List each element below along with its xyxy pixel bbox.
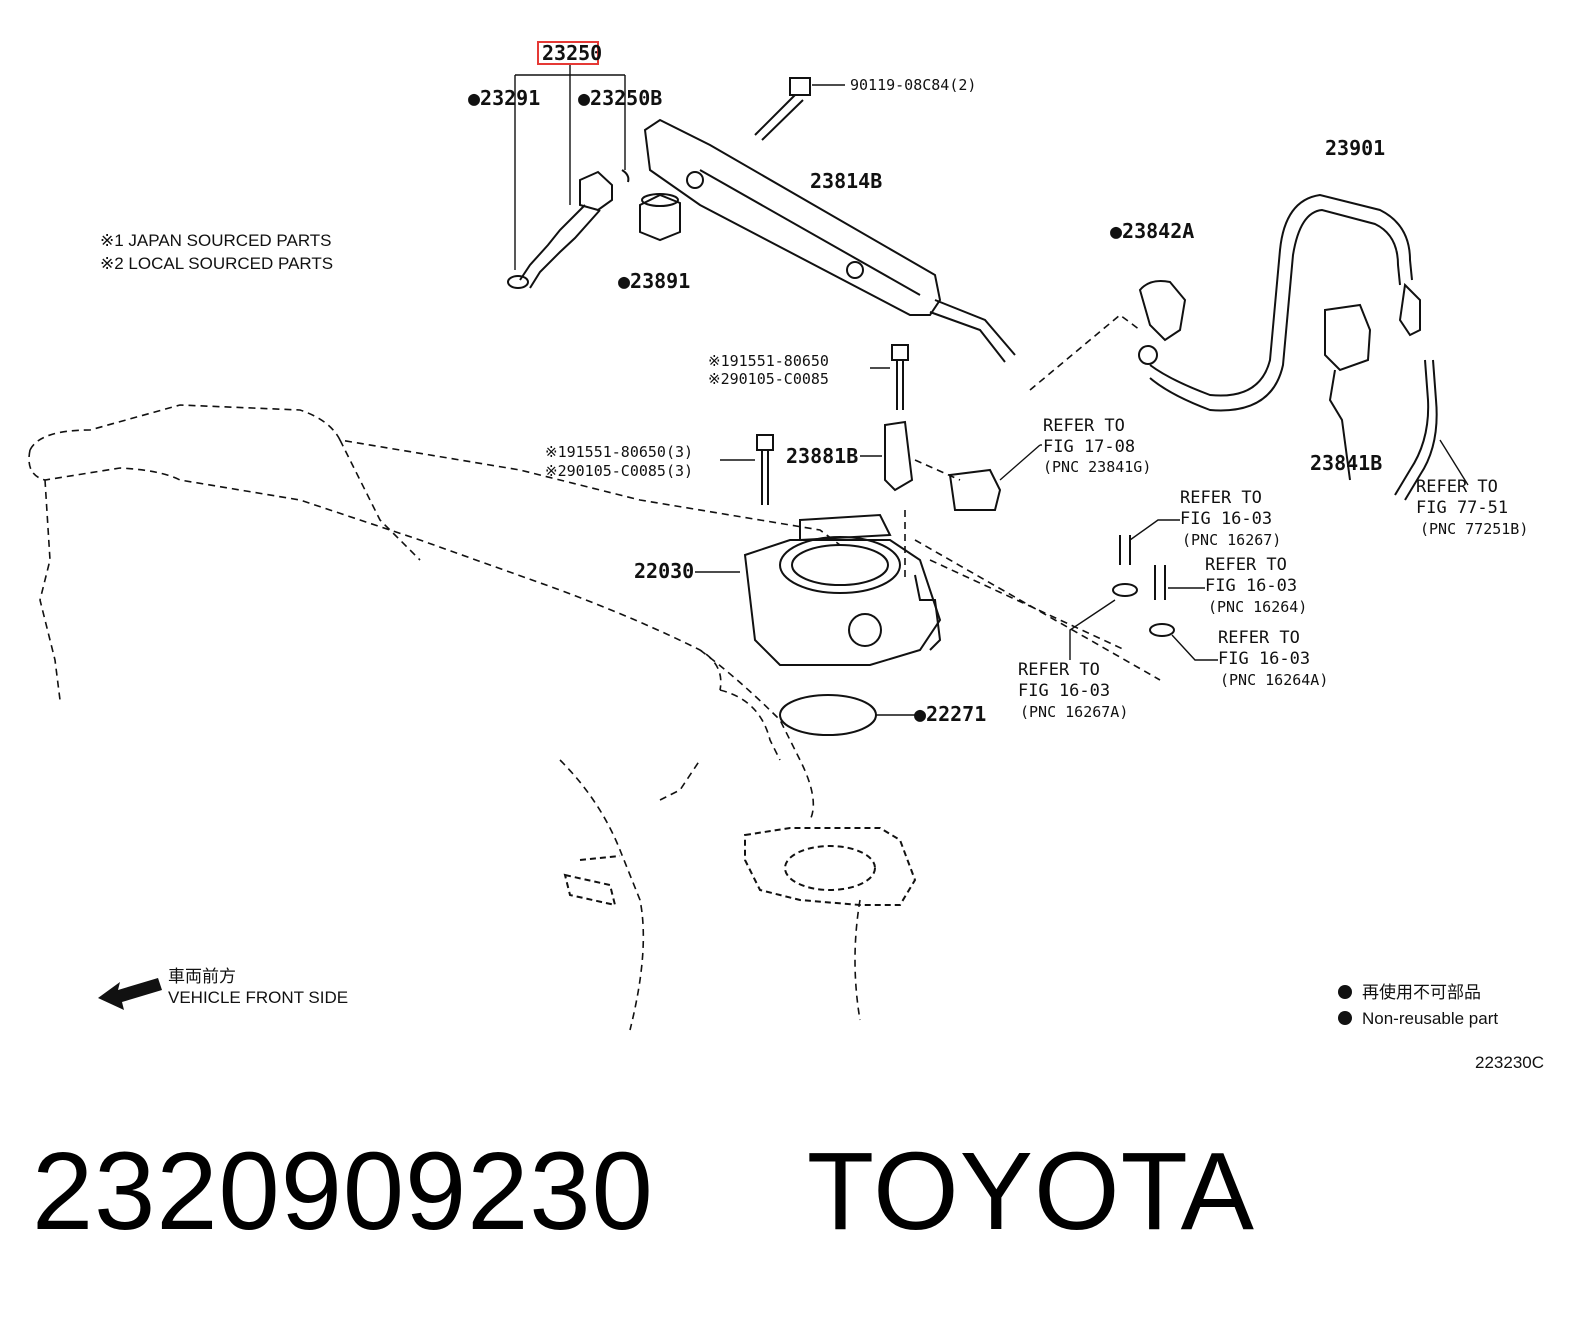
svg-text:(PNC 16264): (PNC 16264)	[1208, 598, 1307, 616]
svg-text:(PNC 16267A): (PNC 16267A)	[1020, 703, 1128, 721]
label-22271: ●22271	[914, 702, 986, 726]
note-local-sourced: ※2 LOCAL SOURCED PARTS	[100, 254, 333, 273]
ref-77-51: REFER TO FIG 77-51 (PNC 77251B)	[1416, 477, 1528, 538]
bolts-bracket	[720, 344, 1041, 511]
front-arrow-icon	[98, 978, 162, 1010]
svg-text:FIG 17-08: FIG 17-08	[1043, 437, 1135, 457]
note-front-en: VEHICLE FRONT SIDE	[168, 988, 348, 1007]
label-23841b: 23841B	[1310, 451, 1382, 475]
label-191551-triple: ※191551-80650(3)	[545, 443, 693, 461]
caption-part-number: 2320909230	[32, 1130, 654, 1253]
ref-17-08: REFER TO FIG 17-08 (PNC 23841G)	[1043, 416, 1151, 476]
label-90119: 90119-08C84(2)	[850, 76, 976, 94]
svg-text:FIG 16-03: FIG 16-03	[1180, 509, 1272, 529]
label-23842a: ●23842A	[1110, 219, 1194, 243]
svg-text:FIG 77-51: FIG 77-51	[1416, 498, 1508, 518]
label-23901: 23901	[1325, 136, 1385, 160]
caption: 2320909230 TOYOTA	[32, 1128, 1255, 1255]
throttle-body	[695, 510, 1161, 736]
label-23814b: 23814B	[810, 169, 882, 193]
injector-assembly	[507, 65, 681, 289]
note-japan-sourced: ※1 JAPAN SOURCED PARTS	[100, 231, 332, 250]
svg-text:REFER TO: REFER TO	[1180, 488, 1262, 508]
label-23250b: ●23250B	[578, 86, 662, 110]
hoses-clamps	[1069, 519, 1218, 661]
svg-text:(PNC 23841G): (PNC 23841G)	[1043, 458, 1151, 476]
label-22030: 22030	[634, 559, 694, 583]
note-non-reusable-en: Non-reusable part	[1362, 1009, 1498, 1028]
svg-text:FIG 16-03: FIG 16-03	[1218, 649, 1310, 669]
ref-16-03-16267a: REFER TO FIG 16-03 (PNC 16267A)	[1018, 660, 1128, 721]
svg-text:(PNC 16264A): (PNC 16264A)	[1220, 671, 1328, 689]
note-non-reusable-jp: 再使用不可部品	[1362, 982, 1481, 1002]
label-290105-single: ※290105-C0085	[708, 370, 829, 388]
svg-text:REFER TO: REFER TO	[1218, 628, 1300, 648]
svg-text:REFER TO: REFER TO	[1018, 660, 1100, 680]
figure-code: 223230C	[1475, 1053, 1544, 1072]
label-23881b: 23881B	[786, 444, 858, 468]
svg-text:FIG 16-03: FIG 16-03	[1018, 681, 1110, 701]
label-23250: 23250	[542, 41, 602, 65]
label-23891: ●23891	[618, 269, 690, 293]
bullet-icon	[1338, 985, 1352, 999]
ref-16-03-16264a: REFER TO FIG 16-03 (PNC 16264A)	[1218, 628, 1328, 689]
fuel-hose	[1029, 193, 1438, 501]
svg-text:(PNC 77251B): (PNC 77251B)	[1420, 520, 1528, 538]
svg-text:(PNC 16267): (PNC 16267)	[1182, 531, 1281, 549]
highlight-box	[537, 41, 599, 65]
bullet-icon	[1338, 1011, 1352, 1025]
label-191551-single: ※191551-80650	[708, 352, 829, 370]
label-23291: ●23291	[468, 86, 540, 110]
label-290105-triple: ※290105-C0085(3)	[545, 462, 693, 480]
svg-text:REFER TO: REFER TO	[1043, 416, 1125, 436]
svg-text:REFER TO: REFER TO	[1416, 477, 1498, 497]
svg-text:FIG 16-03: FIG 16-03	[1205, 576, 1297, 596]
fuel-rail	[643, 77, 1016, 363]
ref-16-03-16264: REFER TO FIG 16-03 (PNC 16264)	[1205, 555, 1307, 616]
svg-text:REFER TO: REFER TO	[1205, 555, 1287, 575]
ref-16-03-16267: REFER TO FIG 16-03 (PNC 16267)	[1180, 488, 1281, 549]
engine-outline	[28, 404, 917, 1031]
caption-brand: TOYOTA	[806, 1130, 1256, 1253]
note-front-jp: 車両前方	[168, 967, 236, 986]
